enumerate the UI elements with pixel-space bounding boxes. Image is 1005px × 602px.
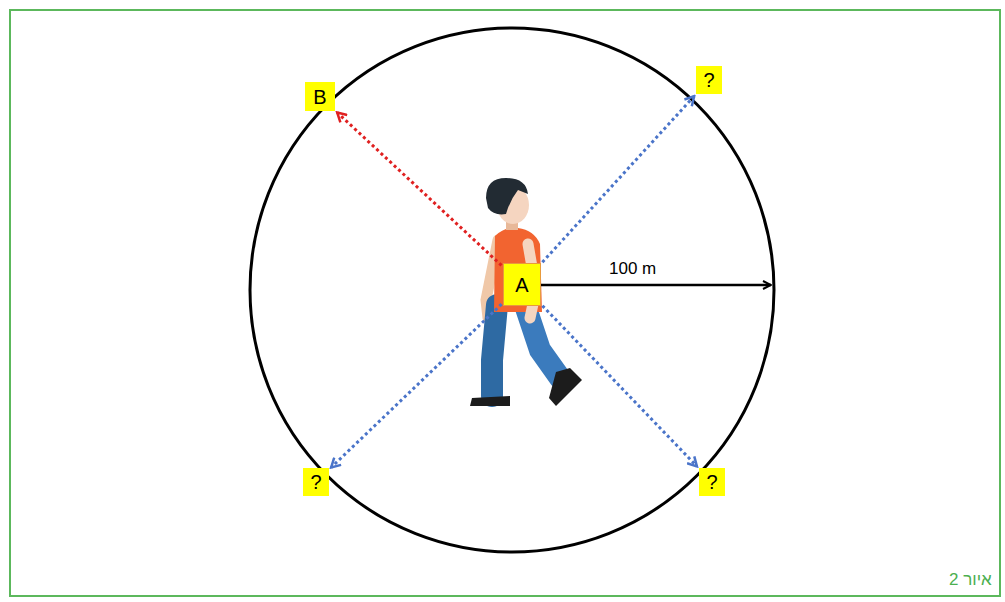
point-label: A [515,274,528,296]
region-circle [250,28,774,552]
dotted-line [331,304,501,467]
point-label: ? [706,471,717,493]
direction-arrow [542,306,697,467]
label-box: ? [696,66,722,94]
dotted-line [337,113,501,266]
radius-arrow [541,284,771,287]
figure-caption: איור 2 [949,570,992,590]
label-box: B [305,82,335,111]
dotted-line [542,96,694,262]
point-label: ? [310,471,321,493]
point-label: B [313,86,326,108]
label-box: ? [303,468,329,496]
label-box: A [503,263,541,306]
dimension-label: 100 m [609,259,656,279]
direction-arrow [542,96,694,262]
label-box: ? [699,468,725,496]
point-label: ? [703,69,714,91]
dotted-line [542,306,697,467]
walking-person [470,178,582,406]
direction-arrow [331,304,501,467]
direction-arrow [337,113,501,266]
